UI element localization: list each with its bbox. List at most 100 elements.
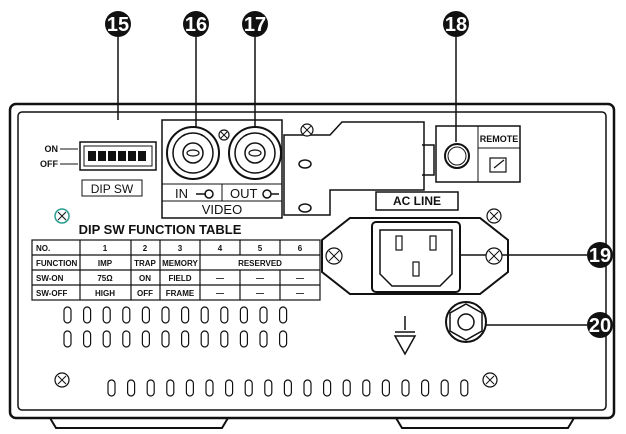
svg-text:18: 18 (445, 14, 467, 36)
remote-jack-icon[interactable]: REMOTE (435, 125, 521, 183)
vent-slot (220, 306, 229, 324)
vent-slot (102, 306, 111, 324)
table-cell: FUNCTION (36, 259, 78, 268)
table-cell: — (216, 289, 224, 298)
screw-icon (485, 247, 503, 265)
arrow-out-icon (262, 189, 279, 199)
vent-slot (303, 379, 312, 397)
vent-slot (220, 330, 229, 348)
table-cell: 75Ω (97, 274, 113, 283)
table-cell: 5 (258, 244, 263, 253)
table-cell: NO. (36, 244, 50, 253)
dip-switch[interactable]: ON OFF DIP SW (40, 141, 157, 197)
dip-on-label: ON (45, 144, 59, 154)
callout-18: 18 (443, 11, 469, 142)
ac-line-label: AC LINE (393, 194, 441, 208)
dip-sw-caption: DIP SW (91, 182, 134, 196)
screw-icon (482, 372, 498, 388)
video-in-label: IN (175, 186, 188, 201)
vent-slot (362, 379, 371, 397)
screw-icon (218, 129, 230, 141)
table-cell: — (216, 274, 224, 283)
callout-17: 17 (242, 11, 268, 128)
screw-icon (486, 208, 502, 224)
dip-function-table: DIP SW FUNCTION TABLE NO. 1 2 3 4 5 6 FU… (31, 222, 321, 301)
table-cell: — (296, 289, 304, 298)
vent-slot (63, 306, 72, 324)
callout-20: 20 (470, 312, 613, 338)
table-cell: SW-ON (36, 274, 64, 283)
vent-slot (239, 330, 248, 348)
vent-slot (342, 379, 351, 397)
ground-symbol-icon (393, 316, 417, 356)
svg-text:15: 15 (107, 14, 129, 36)
bnc-connector-icon[interactable] (228, 126, 282, 180)
vent-slot (141, 306, 150, 324)
table-cell: 2 (143, 244, 148, 253)
table-cell: FRAME (166, 289, 195, 298)
table-cell: ON (139, 274, 151, 283)
vent-slot (283, 379, 292, 397)
bnc-connector-icon[interactable] (166, 126, 220, 180)
svg-text:17: 17 (244, 14, 266, 36)
vent-slot (279, 306, 288, 324)
table-cell: — (296, 274, 304, 283)
vent-slot (323, 379, 332, 397)
vent-slot (239, 306, 248, 324)
callout-16: 16 (183, 11, 209, 128)
table-cell: — (256, 289, 264, 298)
vent-slot (279, 330, 288, 348)
vent-slot (225, 379, 234, 397)
ground-terminal[interactable] (445, 301, 487, 343)
ac-inlet-icon[interactable] (371, 221, 461, 293)
vent-slot (146, 379, 155, 397)
vent-slot (181, 306, 190, 324)
ventilation-slots (63, 306, 469, 397)
screw-icon (300, 123, 314, 137)
vent-slot (205, 379, 214, 397)
screw-icon (325, 247, 343, 265)
remote-label: REMOTE (480, 134, 519, 144)
blank-plate (283, 121, 435, 216)
vent-slot (181, 330, 190, 348)
screw-icon (54, 208, 70, 224)
vent-slot (440, 379, 449, 397)
vent-slot (122, 330, 131, 348)
ac-line-section: AC LINE (321, 191, 509, 295)
vent-slot (82, 330, 92, 348)
video-out-label: OUT (230, 186, 258, 201)
vent-slot (401, 379, 410, 397)
vent-slot (161, 330, 170, 348)
vent-slot (259, 306, 268, 324)
vent-slot (381, 379, 390, 397)
table-cell: 4 (218, 244, 223, 253)
vent-slot (421, 379, 430, 397)
callout-15: 15 (105, 11, 131, 120)
vent-slot (122, 306, 131, 324)
vent-slot (161, 306, 170, 324)
table-cell: 3 (178, 244, 183, 253)
vent-slot (200, 330, 209, 348)
table-cell: FIELD (168, 274, 191, 283)
table-cell: MEMORY (162, 259, 198, 268)
vent-slot (244, 379, 253, 397)
screw-icon (54, 372, 70, 388)
table-cell: TRAP (134, 259, 156, 268)
vent-slot (107, 379, 116, 397)
callout-19: 19 (456, 242, 613, 268)
dip-off-label: OFF (40, 159, 58, 169)
video-section: IN OUT VIDEO (161, 119, 283, 219)
table-cell: 1 (103, 244, 108, 253)
vent-slot (63, 330, 72, 348)
vent-slot (126, 379, 136, 397)
vent-slot (259, 330, 268, 348)
table-cell: — (256, 274, 264, 283)
arrow-in-icon (196, 189, 214, 199)
table-cell: SW-OFF (36, 289, 68, 298)
table-cell: 6 (298, 244, 303, 253)
table-cell: IMP (98, 259, 113, 268)
table-title: DIP SW FUNCTION TABLE (79, 222, 242, 237)
table-cell: HIGH (95, 289, 115, 298)
video-caption: VIDEO (202, 202, 242, 217)
